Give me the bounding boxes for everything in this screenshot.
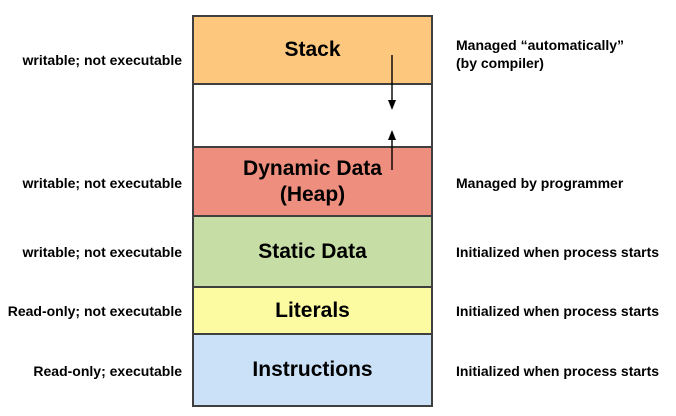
segment-heap: Dynamic Data (Heap)	[192, 146, 433, 217]
segment-literals: Literals	[192, 286, 433, 335]
segment-static-data-title: Static Data	[258, 239, 367, 263]
permission-label-stack: writable; not executable	[22, 52, 182, 68]
permission-label-static-data: writable; not executable	[22, 244, 182, 260]
segment-instructions-title: Instructions	[252, 358, 373, 381]
note-literals: Initialized when process starts	[456, 303, 660, 319]
note-instructions: Initialized when process starts	[456, 363, 660, 379]
note-heap: Managed by programmer	[456, 175, 624, 191]
permission-label-heap: writable; not executable	[22, 175, 182, 191]
segment-heap-subtitle: (Heap)	[279, 182, 346, 206]
note-stack: Managed “automatically” (by compiler)	[456, 36, 674, 72]
segment-static-data: Static Data	[192, 215, 433, 288]
segment-literals-title: Literals	[275, 298, 350, 322]
segment-stack-title: Stack	[284, 38, 341, 61]
permission-label-instructions: Read-only; executable	[33, 363, 182, 379]
permission-label-literals: Read-only; not executable	[7, 303, 182, 319]
note-stack-line2: (by compiler)	[456, 55, 544, 71]
note-stack-line1: Managed “automatically”	[456, 37, 625, 53]
note-static-data: Initialized when process starts	[456, 244, 660, 260]
segment-stack: Stack	[192, 15, 433, 85]
segment-heap-title: Dynamic Data	[243, 156, 382, 180]
segment-free-gap	[192, 83, 433, 148]
segment-instructions: Instructions	[192, 333, 433, 407]
